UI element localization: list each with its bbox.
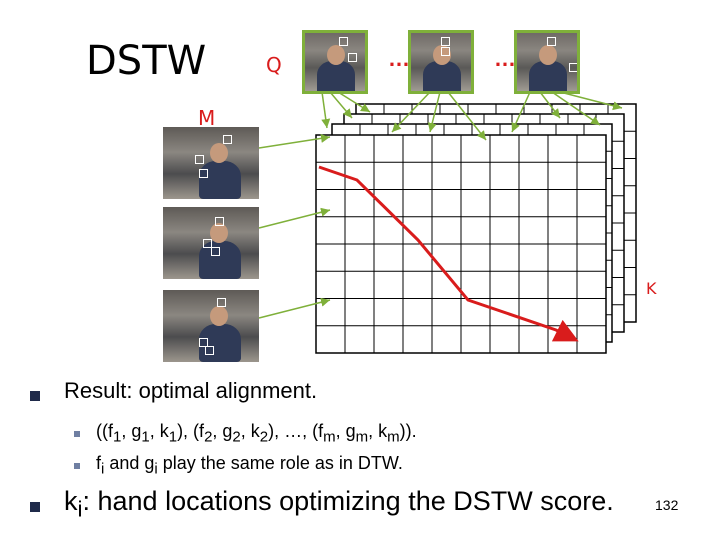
bullet-alignment-tuple: ((f1, g1, k1), (f2, g2, k2), …, (fm, gm,… <box>96 421 417 446</box>
role-text: and g <box>104 453 154 473</box>
connector-arrow <box>330 92 352 118</box>
tuple-text: )). <box>400 421 417 441</box>
tuple-sub: 1 <box>141 429 149 446</box>
tuple-text: , g <box>336 421 356 441</box>
tuple-sub: 2 <box>232 429 240 446</box>
bullet-hand-locations: ki: hand locations optimizing the DSTW s… <box>64 486 614 522</box>
tuple-text: , k <box>150 421 169 441</box>
ki-text: : hand locations optimizing the DSTW sco… <box>83 486 614 516</box>
tuple-text: , g <box>121 421 141 441</box>
bullet-marker <box>30 391 40 401</box>
page-number: 132 <box>655 497 678 513</box>
sub-bullet-marker <box>74 431 80 437</box>
tuple-text: , k <box>368 421 387 441</box>
tuple-sub: m <box>387 429 400 446</box>
tuple-sub: m <box>323 429 336 446</box>
connector-arrow <box>322 92 327 128</box>
tuple-text: ((f <box>96 421 113 441</box>
bullet-result: Result: optimal alignment. <box>64 378 317 404</box>
tuple-text: ), …, (f <box>268 421 323 441</box>
tuple-sub: m <box>356 429 369 446</box>
tuple-text: , k <box>241 421 260 441</box>
tuple-sub: 1 <box>169 429 177 446</box>
tuple-text: , g <box>212 421 232 441</box>
bullet-marker <box>30 502 40 512</box>
connector-arrow <box>338 92 370 112</box>
role-text: play the same role as in DTW. <box>158 453 403 473</box>
ki-text: k <box>64 486 78 516</box>
grid-stack <box>316 104 636 353</box>
bullet-role-note: fi and gi play the same role as in DTW. <box>96 453 403 478</box>
sub-bullet-marker <box>74 463 80 469</box>
tuple-text: ), (f <box>177 421 204 441</box>
tuple-sub: 2 <box>260 429 268 446</box>
